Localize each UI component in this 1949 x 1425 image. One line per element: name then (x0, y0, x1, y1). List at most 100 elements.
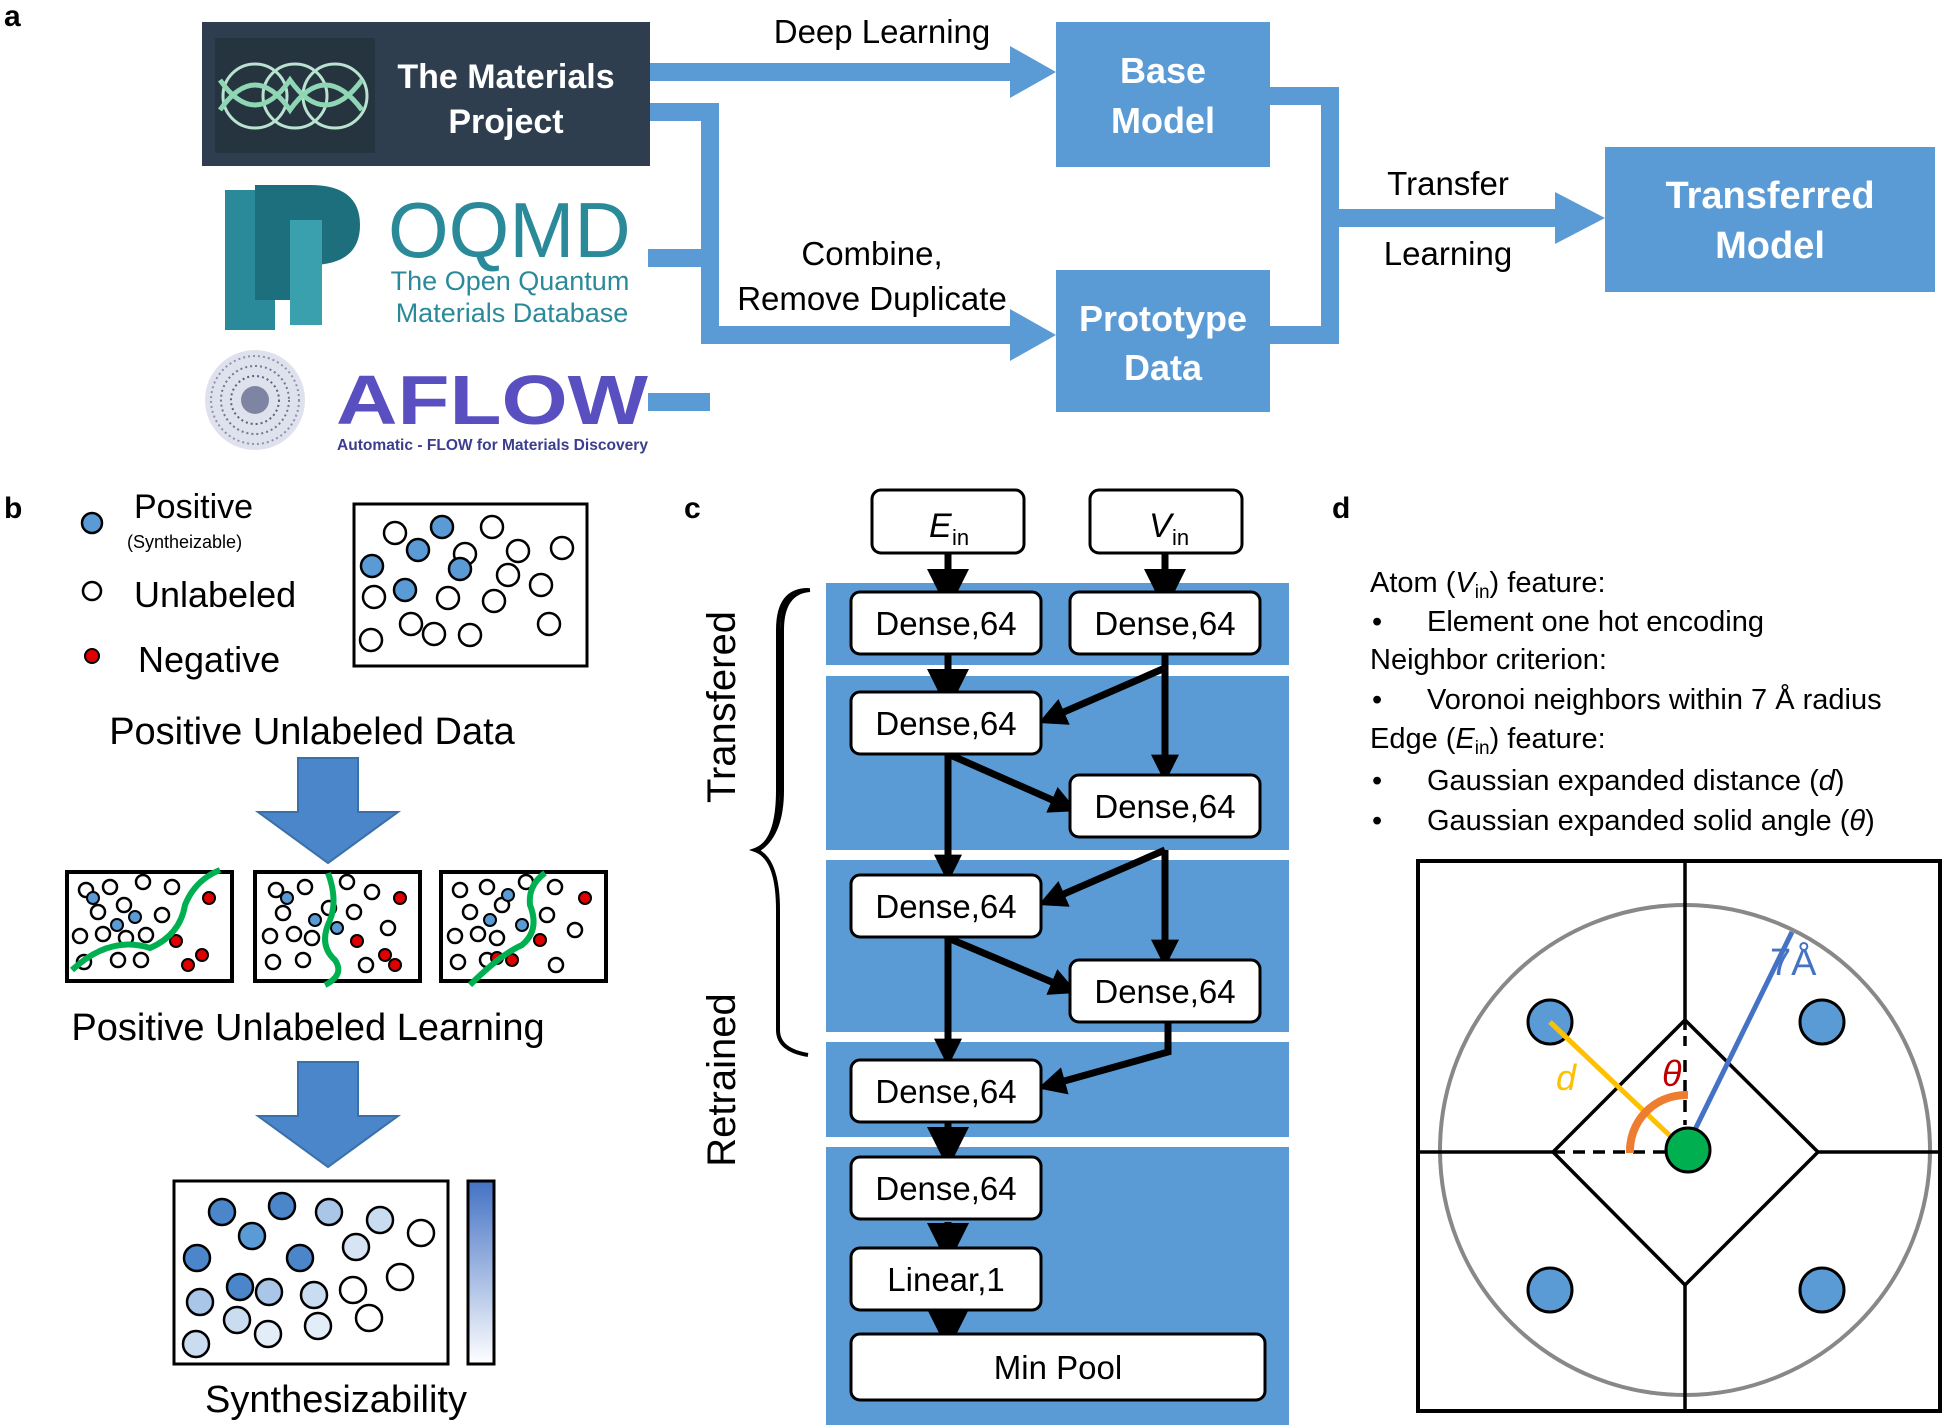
transferred-model-label-1: Transferred (1665, 175, 1874, 217)
center-atom (1664, 1126, 1712, 1174)
edge-feature-heading: Edge (Ein) feature: (1370, 723, 1606, 759)
neighbor-atom-bl (1526, 1266, 1574, 1314)
materials-project-emblem-icon (217, 62, 369, 130)
layer-e-4: Dense,64 (849, 1058, 1043, 1124)
panel-d: d Atom (Vin) feature: • Element one hot … (1332, 492, 1942, 1413)
layer-v-2: Dense,64 (1068, 773, 1262, 839)
legend-positive: Positive (134, 488, 253, 526)
layer-v-3-label: Dense,64 (1094, 973, 1235, 1010)
edge-label-transfer: Transfer (1387, 165, 1509, 202)
synthesizability-box (172, 1179, 496, 1366)
oqmd-subtitle-2: Materials Database (396, 298, 629, 328)
materials-project-name-2: Project (448, 103, 563, 141)
panel-b-label: b (4, 492, 22, 525)
pu-learning-box-1 (65, 867, 234, 983)
feature-description: Atom (Vin) feature: • Element one hot en… (1370, 567, 1882, 837)
layer-e-5-label: Dense,64 (875, 1170, 1016, 1207)
legend: Positive (Syntheizable) Unlabeled Negati… (80, 488, 296, 680)
layer-linear: Linear,1 (849, 1246, 1043, 1312)
caption-synthesizability: Synthesizability (205, 1379, 467, 1421)
input-e-in: E in (870, 488, 1026, 555)
caption-pu-learning: Positive Unlabeled Learning (71, 1007, 544, 1049)
bullet-1: • (1372, 606, 1382, 638)
layer-min-pool-label: Min Pool (994, 1349, 1122, 1386)
synthesizability-colorbar (466, 1179, 496, 1366)
pipeline-connectors (648, 46, 1605, 411)
layer-v-3: Dense,64 (1068, 958, 1262, 1024)
legend-unlabeled: Unlabeled (134, 574, 296, 615)
bullet-4: • (1372, 805, 1382, 837)
pu-learning-box-2 (253, 870, 422, 988)
layer-min-pool: Min Pool (849, 1332, 1267, 1402)
edge-feature-item-2: Gaussian expanded solid angle (θ) (1427, 805, 1875, 837)
panel-c-label: c (684, 492, 701, 525)
layer-e-2-label: Dense,64 (875, 705, 1016, 742)
prototype-data-label-1: Prototype (1079, 298, 1247, 339)
layer-e-4-label: Dense,64 (875, 1073, 1016, 1110)
brace-transfered-shape (756, 588, 811, 852)
brace-label-retrained: Retrained (700, 993, 744, 1166)
brace-label-transfered: Transfered (700, 611, 744, 803)
legend-negative-marker (84, 648, 100, 664)
input-e-label: E (929, 507, 952, 545)
bullet-2: • (1372, 684, 1382, 716)
angle-label: θ (1662, 1053, 1682, 1094)
panel-b: b Positive (Syntheizable) Unlabeled Nega… (4, 488, 608, 1421)
pu-learning-box-3 (439, 870, 608, 988)
radius-label: 7Å (1770, 940, 1817, 984)
layer-e-3-label: Dense,64 (875, 888, 1016, 925)
oqmd-subtitle-1: The Open Quantum (391, 266, 630, 296)
atom-feature-heading: Atom (Vin) feature: (1370, 567, 1606, 603)
edge-label-remove-duplicate: Remove Duplicate (737, 280, 1007, 317)
node-prototype-data: Prototype Data (1056, 270, 1270, 412)
layer-e-1: Dense,64 (849, 590, 1043, 656)
panel-c: c E in V in (684, 488, 1289, 1425)
oqmd-logo: OQMD The Open Quantum Materials Database (225, 185, 631, 330)
bullet-3: • (1372, 765, 1382, 797)
layer-e-2: Dense,64 (849, 690, 1043, 756)
aflow-name: AFLOW (336, 361, 648, 439)
legend-positive-sub: (Syntheizable) (127, 532, 242, 552)
radius-line (1682, 930, 1795, 1152)
atom-feature-item: Element one hot encoding (1427, 606, 1764, 638)
materials-project-name: The Materials (397, 58, 614, 96)
neighbor-atom-tr (1798, 998, 1846, 1046)
materials-project-logo: The Materials Project (202, 22, 650, 166)
oqmd-emblem-icon (225, 185, 360, 330)
input-v-sub: in (1172, 525, 1189, 550)
aflow-subtitle: Automatic - FLOW for Materials Discovery (337, 437, 648, 454)
down-arrow-2 (254, 1061, 402, 1169)
neighbor-item: Voronoi neighbors within 7 Å radius (1427, 683, 1882, 716)
layer-v-2-label: Dense,64 (1094, 788, 1235, 825)
neighbor-heading: Neighbor criterion: (1370, 644, 1607, 676)
legend-positive-marker (80, 511, 104, 535)
base-model-label-1: Base (1120, 50, 1206, 91)
edge-label-learning: Learning (1384, 235, 1512, 272)
layer-v-1: Dense,64 (1068, 590, 1262, 656)
input-v-in: V in (1088, 488, 1244, 555)
edge-label-combine: Combine, (801, 235, 942, 272)
voronoi-diagram: 7Å d θ (1416, 859, 1942, 1413)
edge-feature-item-1: Gaussian expanded distance (d) (1427, 765, 1845, 797)
edge-label-deep-learning: Deep Learning (774, 13, 991, 50)
input-e-sub: in (952, 525, 969, 550)
layer-e-5: Dense,64 (849, 1155, 1043, 1221)
distance-label: d (1556, 1057, 1577, 1098)
brace-retrained (755, 1055, 808, 1300)
oqmd-name: OQMD (388, 186, 631, 274)
legend-negative: Negative (138, 639, 280, 680)
layer-linear-label: Linear,1 (887, 1261, 1004, 1298)
panel-a: a The Materials Project (4, 0, 1935, 454)
down-arrow-1 (254, 757, 402, 865)
node-base-model: Base Model (1056, 22, 1270, 167)
network-arrows (927, 553, 1186, 1351)
prototype-data-label-2: Data (1124, 347, 1203, 388)
distance-line (1548, 1020, 1687, 1152)
transferred-model-label-2: Model (1715, 225, 1825, 267)
panel-a-label: a (4, 0, 21, 33)
layer-v-1-label: Dense,64 (1094, 605, 1235, 642)
caption-pu-data: Positive Unlabeled Data (109, 711, 515, 753)
layer-e-1-label: Dense,64 (875, 605, 1016, 642)
base-model-label-2: Model (1111, 100, 1215, 141)
